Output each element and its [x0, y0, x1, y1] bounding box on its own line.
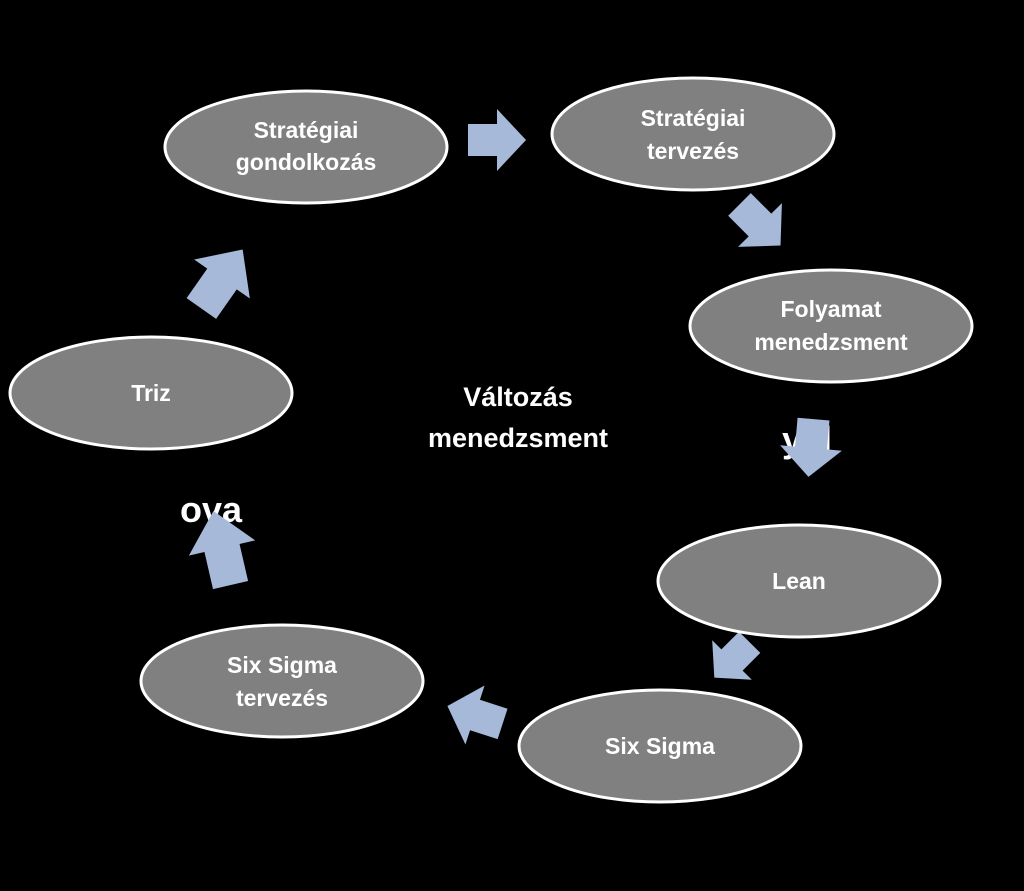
node-ellipse	[8, 335, 294, 451]
arrow-tervezes-to-triz	[188, 510, 256, 590]
arrow-left-icon	[447, 685, 508, 745]
arrow-right-icon	[468, 109, 526, 171]
node-strategiai-tervezes: Stratégiai tervezés	[550, 76, 836, 192]
node-ellipse	[163, 89, 449, 205]
node-strategiai-gondolkozas: Stratégiai gondolkozás	[163, 89, 449, 205]
arrow-gondolkozas-to-tervezes	[468, 109, 526, 171]
arrow-tervezes-to-folyamat	[728, 193, 782, 247]
node-label: Triz	[131, 380, 171, 406]
arrow-folyamat-to-lean	[780, 417, 842, 477]
arrow-down-left-icon	[712, 631, 761, 680]
node-label-line1: Stratégiai	[641, 105, 746, 131]
node-ellipse	[139, 623, 425, 739]
node-triz: Triz	[8, 335, 294, 451]
arrow-lean-to-sixsigma	[712, 631, 761, 680]
arrow-triz-to-gondolkozas	[186, 249, 250, 319]
center-label: Változás menedzsment	[428, 382, 608, 453]
center-label-line1: Változás	[463, 382, 573, 412]
center-label-line2: menedzsment	[428, 423, 608, 453]
node-label-line2: tervezés	[236, 685, 328, 711]
arrow-down-icon	[780, 417, 842, 477]
arrow-up-right-icon	[186, 249, 250, 319]
node-ellipse	[517, 688, 803, 804]
arrow-sixsigma-to-tervezes	[447, 685, 508, 745]
node-label-line1: Six Sigma	[227, 652, 337, 678]
node-label-line1: Stratégiai	[254, 117, 359, 143]
node-lean: Lean	[656, 523, 942, 639]
node-ellipse	[688, 268, 974, 384]
node-label-line1: Folyamat	[781, 296, 882, 322]
node-six-sigma-tervezes: Six Sigma tervezés	[139, 623, 425, 739]
node-ellipse	[656, 523, 942, 639]
node-ellipse	[550, 76, 836, 192]
node-label-line2: gondolkozás	[236, 149, 377, 175]
node-folyamat-menedzsment: Folyamat menedzsment	[688, 268, 974, 384]
arrow-down-right-icon	[728, 193, 782, 247]
node-label: Lean	[772, 568, 826, 594]
node-label-line2: tervezés	[647, 138, 739, 164]
node-label: Six Sigma	[605, 733, 715, 759]
node-six-sigma: Six Sigma	[517, 688, 803, 804]
arrow-up-icon	[188, 510, 256, 590]
node-label-line2: menedzsment	[754, 329, 908, 355]
